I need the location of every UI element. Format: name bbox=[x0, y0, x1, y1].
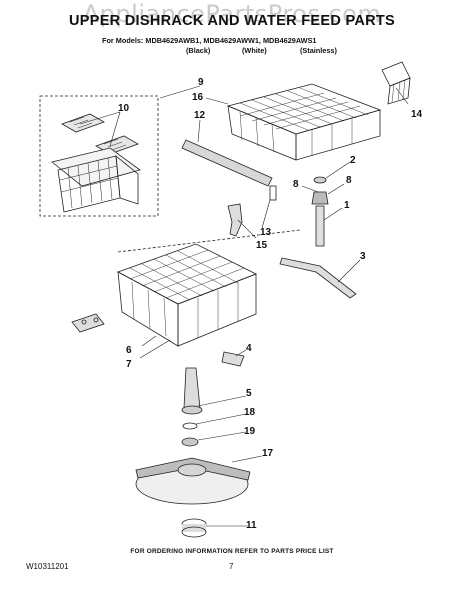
callout-2: 2 bbox=[350, 155, 356, 166]
washer-part bbox=[313, 176, 327, 184]
cutlery-basket-part bbox=[51, 147, 141, 213]
upper-rack-part bbox=[226, 83, 382, 161]
seal-part bbox=[182, 422, 198, 430]
variant-white: (White) bbox=[242, 46, 267, 55]
rack-clip-part bbox=[71, 313, 105, 333]
callout-18: 18 bbox=[244, 407, 256, 418]
cap-part bbox=[181, 518, 207, 538]
callout-3: 3 bbox=[360, 251, 366, 262]
variant-stainless: (Stainless) bbox=[300, 46, 337, 55]
callout-14: 14 bbox=[411, 109, 423, 120]
rack-rail-part bbox=[181, 139, 273, 187]
callout-8-right: 8 bbox=[346, 175, 352, 186]
model-list: For Models: MDB4629AWB1, MDB4629AWW1, MD… bbox=[102, 36, 317, 45]
callout-17: 17 bbox=[262, 448, 274, 459]
basket-cover-part bbox=[61, 113, 139, 155]
rail-stop-part bbox=[269, 185, 277, 201]
variant-black: (Black) bbox=[186, 46, 211, 55]
page-number: 7 bbox=[229, 562, 234, 571]
callout-5: 5 bbox=[246, 388, 252, 399]
callout-4: 4 bbox=[246, 343, 252, 354]
basket-group-box bbox=[39, 95, 159, 217]
callout-1: 1 bbox=[344, 200, 350, 211]
callout-7: 7 bbox=[126, 359, 132, 370]
nut-part bbox=[311, 191, 329, 205]
callout-19: 19 bbox=[244, 426, 256, 437]
callout-13: 13 bbox=[260, 227, 272, 238]
lower-rack-part bbox=[117, 229, 301, 347]
ordering-note: FOR ORDERING INFORMATION REFER TO PARTS … bbox=[130, 548, 334, 555]
callout-16: 16 bbox=[192, 92, 204, 103]
callout-6: 6 bbox=[126, 345, 132, 356]
bracket-part bbox=[227, 203, 243, 237]
watermark: AppliancePartsPros.com bbox=[82, 0, 382, 28]
callout-8-left: 8 bbox=[293, 179, 299, 190]
bearing-part bbox=[181, 437, 199, 447]
callout-11: 11 bbox=[246, 520, 257, 531]
spray-tube-part bbox=[183, 367, 201, 409]
leader-lines bbox=[79, 85, 409, 527]
upper-spray-arm-part bbox=[279, 257, 357, 299]
callout-9: 9 bbox=[198, 77, 204, 88]
callout-12: 12 bbox=[194, 110, 206, 121]
lower-spray-arm-part bbox=[135, 457, 251, 505]
callout-10: 10 bbox=[118, 103, 130, 114]
feed-tube-part bbox=[315, 205, 325, 247]
callout-15: 15 bbox=[256, 240, 268, 251]
small-basket-part bbox=[381, 61, 411, 105]
page-title: UPPER DISHRACK AND WATER FEED PARTS bbox=[68, 13, 396, 29]
document-number: W10311201 bbox=[26, 562, 69, 571]
latch-part bbox=[221, 351, 245, 367]
